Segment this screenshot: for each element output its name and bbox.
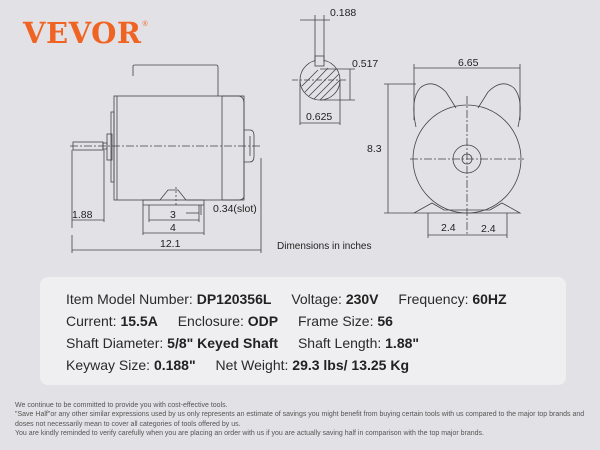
spec-row: Shaft Diameter: 5/8" Keyed Shaft Shaft L… xyxy=(66,332,566,354)
spec-row: Keyway Size: 0.188" Net Weight: 29.3 lbs… xyxy=(66,354,566,376)
disclaimer: We continue to be committed to provide y… xyxy=(15,401,595,439)
spec-voltage: Voltage: 230V xyxy=(291,291,379,307)
dim-foot-right: 2.4 xyxy=(481,223,496,235)
dim-shaft-diameter: 0.625 xyxy=(306,111,332,123)
dim-front-height: 8.3 xyxy=(367,143,382,155)
spec-frequency: Frequency: 60HZ xyxy=(398,291,507,307)
spec-enclosure: Enclosure: ODP xyxy=(177,313,279,329)
front-view xyxy=(384,64,524,238)
dim-keyway-width: 0.188 xyxy=(330,7,356,19)
dim-overall-length: 12.1 xyxy=(160,238,181,250)
spec-keyway-size: Keyway Size: 0.188" xyxy=(66,357,196,373)
dim-key-height: 0.517 xyxy=(352,58,378,70)
dimensions-note: Dimensions in inches xyxy=(277,241,372,252)
disclaimer-line: "Save Half"or any other similar expressi… xyxy=(15,411,585,428)
motor-dimension-drawing: 1.88 3 4 12.1 0.34(slot) 0.188 0.517 0.6… xyxy=(70,7,524,253)
dim-front-width: 6.65 xyxy=(458,57,479,69)
disclaimer-line: You are kindly reminded to verify carefu… xyxy=(15,430,484,438)
spec-shaft-diameter: Shaft Diameter: 5/8" Keyed Shaft xyxy=(66,335,279,351)
spec-panel: Item Model Number: DP120356L Voltage: 23… xyxy=(40,277,566,385)
spec-model: Item Model Number: DP120356L xyxy=(66,291,272,307)
dim-foot-width: 4 xyxy=(170,222,176,234)
spec-row: Current: 15.5A Enclosure: ODP Frame Size… xyxy=(66,310,566,332)
spec-shaft-length: Shaft Length: 1.88" xyxy=(297,335,420,351)
trademark-symbol: ® xyxy=(142,21,149,28)
dim-foot-left: 2.4 xyxy=(441,222,456,234)
brand-logo: VEVOR® xyxy=(23,19,148,48)
brand-name: VEVOR xyxy=(23,16,142,50)
dim-foot-slot: 3 xyxy=(170,209,176,221)
dim-shaft-length: 1.88 xyxy=(72,209,93,221)
spec-frame-size: Frame Size: 56 xyxy=(298,313,393,329)
spec-current: Current: 15.5A xyxy=(66,313,158,329)
shaft-section xyxy=(292,15,355,125)
dim-slot: 0.34(slot) xyxy=(213,203,257,215)
spec-row: Item Model Number: DP120356L Voltage: 23… xyxy=(66,288,566,310)
side-view xyxy=(70,64,262,253)
spec-net-weight: Net Weight: 29.3 lbs/ 13.25 Kg xyxy=(215,357,410,373)
disclaimer-line: We continue to be committed to provide y… xyxy=(15,402,228,409)
